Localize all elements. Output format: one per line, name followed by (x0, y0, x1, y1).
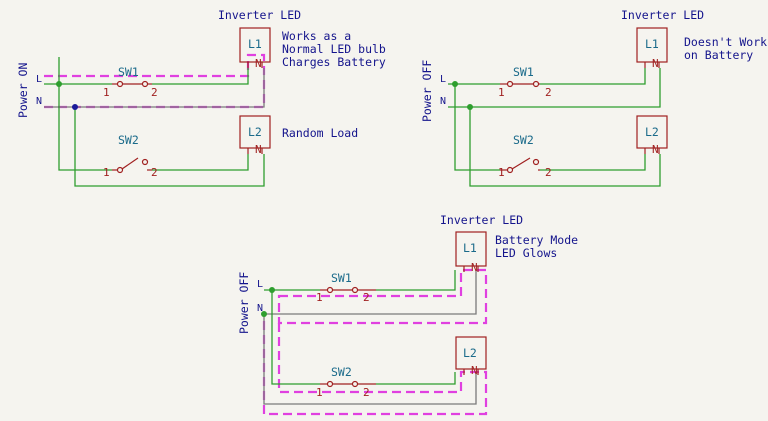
neutral-label: N (440, 96, 446, 107)
lamp-l2-ref: L2 (645, 125, 659, 139)
line-label: L (36, 74, 42, 85)
lamp-l1-pin-label: N (471, 261, 478, 274)
junction-line (452, 81, 458, 87)
lamp-l2 (239, 115, 271, 149)
sw1-contact-b (351, 286, 359, 294)
sw2-to-l2-wire (376, 372, 456, 385)
line-branch-wire (58, 57, 112, 171)
neutral-wire (44, 68, 265, 108)
junction-neutral (261, 311, 267, 317)
sw1-contact-a (506, 80, 514, 88)
sw1-to-l1-wire (540, 68, 646, 85)
sw2-pin-2: 2 (363, 386, 370, 399)
sw2-pin-2: 2 (545, 166, 552, 179)
battery-path-lower (262, 314, 488, 416)
inverter-led-label: Inverter LED (440, 213, 523, 227)
sw2-contact-b (351, 380, 359, 388)
sw1-pin-1: 1 (498, 86, 505, 99)
neutral-label: N (36, 96, 42, 107)
sw1-to-l1-wire (376, 270, 456, 291)
line-branch-wire (271, 290, 320, 385)
sw2-ref: SW2 (331, 365, 352, 379)
line-label: L (257, 279, 263, 290)
lamp-l2-pin-label: N (471, 364, 478, 377)
l1-note-line-1: Doesn't Work (684, 35, 767, 49)
lamp-l1 (455, 231, 487, 267)
neutral-wire (264, 270, 477, 315)
current-path-highlight (44, 53, 266, 109)
sw2-to-l2-wire (540, 154, 646, 171)
sw2-ref: SW2 (118, 133, 139, 147)
junction-neutral (467, 104, 473, 110)
circuit-bottom: L1 N L2 N SW1 1 2 SW2 1 2 Inverter LED P… (237, 213, 578, 416)
lamp-l2-pin-label: N (652, 143, 659, 156)
sw2-pin-1: 1 (316, 386, 323, 399)
lamp-l1 (239, 27, 271, 63)
junction-line (269, 287, 275, 293)
sw1-to-l1-wire (152, 68, 249, 85)
l1-note-line-1: Battery Mode (495, 233, 578, 247)
neutral-branch-wire (263, 314, 477, 405)
junction-line (56, 81, 62, 87)
line-label: L (440, 74, 446, 85)
lamp-l2 (455, 336, 487, 370)
lamp-l1-ref: L1 (463, 241, 477, 255)
inverter-led-label: Inverter LED (621, 8, 704, 22)
sw2-contact-a (506, 166, 514, 174)
lamp-l2-ref: L2 (463, 346, 477, 360)
sw1-contact-a (116, 80, 124, 88)
neutral-branch-wire (469, 107, 661, 187)
sw2-contact-b (532, 158, 540, 166)
l1-note-line-2: Normal LED bulb (282, 42, 386, 56)
sw1-pin-2: 2 (363, 291, 370, 304)
lamp-l2-ref: L2 (248, 125, 262, 139)
neutral-wire (448, 68, 661, 108)
power-state-label: Power ON (16, 63, 30, 118)
sw2-contact-b (141, 158, 149, 166)
circuit-top-right: L1 N L2 N SW1 1 2 SW2 1 2 Inverter LED P… (420, 8, 767, 187)
sw1-ref: SW1 (513, 65, 534, 79)
neutral-branch-wire (74, 107, 265, 187)
sw2-pin-2: 2 (151, 166, 158, 179)
sw1-pin-2: 2 (151, 86, 158, 99)
l1-note-line-1: Works as a (282, 29, 351, 43)
sw2-ref: SW2 (513, 133, 534, 147)
l1-note-line-2: on Battery (684, 48, 753, 62)
lamp-l2 (636, 115, 668, 149)
sw2-contact-a (116, 166, 124, 174)
junction-neutral (72, 104, 78, 110)
lamp-l2-pin-label: N (255, 143, 262, 156)
sw1-pin-1: 1 (103, 86, 110, 99)
power-state-label: Power OFF (237, 272, 251, 334)
sw1-contact-b (141, 80, 149, 88)
sw2-to-l2-wire (152, 154, 249, 171)
lamp-l1-pin-label: N (255, 57, 262, 70)
lamp-l1 (636, 27, 668, 63)
sw1-contact-b (532, 80, 540, 88)
sw1-pin-1: 1 (316, 291, 323, 304)
power-state-label: Power OFF (420, 60, 434, 122)
l2-note: Random Load (282, 126, 358, 140)
l1-note-line-3: Charges Battery (282, 55, 386, 69)
sw2-blade-open (511, 157, 531, 170)
sw1-ref: SW1 (118, 65, 139, 79)
sw2-pin-1: 1 (498, 166, 505, 179)
sw1-ref: SW1 (331, 271, 352, 285)
sw2-contact-a (326, 380, 334, 388)
neutral-label: N (257, 303, 263, 314)
circuit-top-left: L1 N L2 N SW1 1 2 SW2 1 2 Inverter LED P… (16, 8, 386, 187)
sw1-contact-a (326, 286, 334, 294)
sw1-pin-2: 2 (545, 86, 552, 99)
lamp-l1-ref: L1 (645, 37, 659, 51)
inverter-led-label: Inverter LED (218, 8, 301, 22)
lamp-l1-ref: L1 (248, 37, 262, 51)
sw2-pin-1: 1 (103, 166, 110, 179)
line-branch-wire (454, 84, 500, 171)
l1-note-line-2: LED Glows (495, 246, 557, 260)
lamp-l1-pin-label: N (652, 57, 659, 70)
sw2-blade-open (121, 157, 139, 170)
